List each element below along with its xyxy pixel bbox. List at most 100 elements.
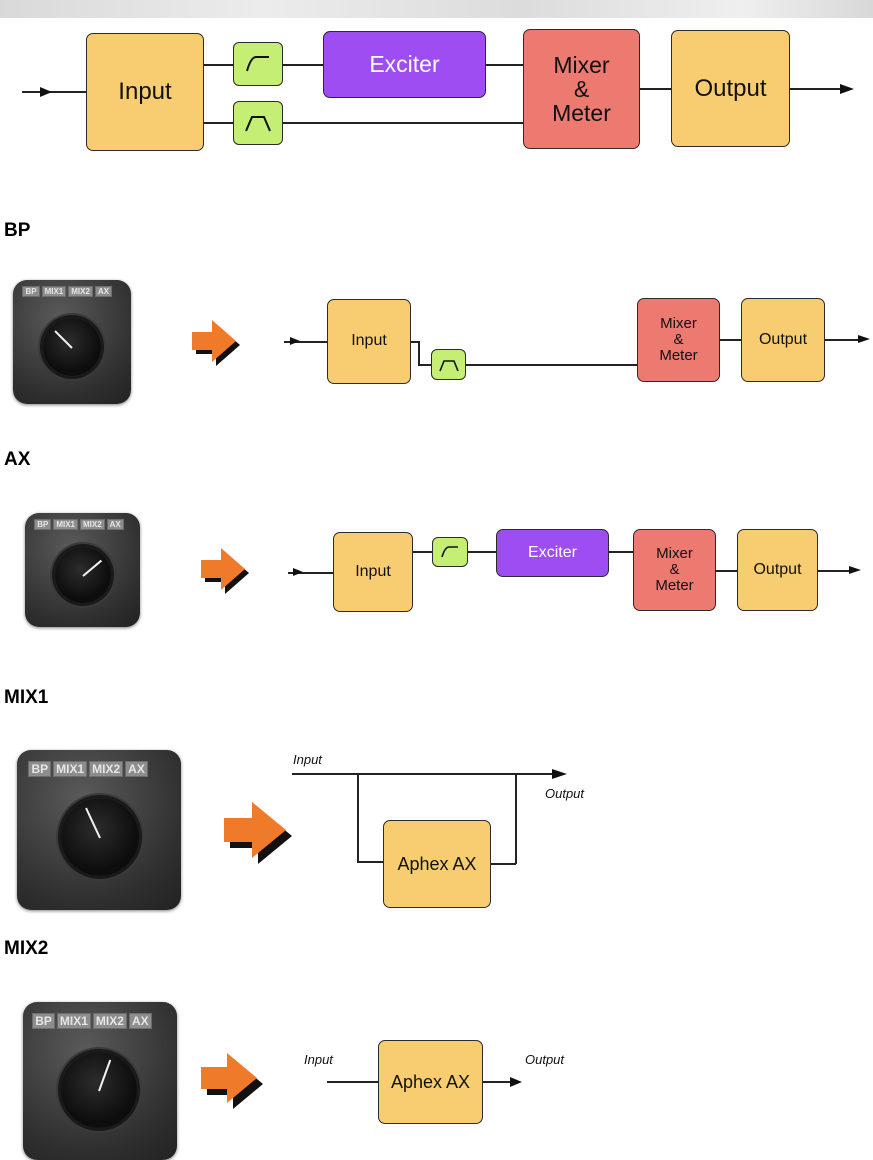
mixer-label: Mixer (553, 51, 610, 78)
highpass-filter-icon (441, 546, 458, 558)
knob-mode-labels: BP MIX1 MIX2 AX (22, 286, 113, 298)
wire (720, 339, 742, 341)
mode-selector-knob-ax[interactable]: BP MIX1 MIX2 AX (25, 513, 140, 627)
section-title-mix2: MIX2 (4, 938, 49, 959)
wire (640, 88, 672, 90)
wire (204, 122, 234, 124)
knob-pointer (85, 807, 101, 839)
section-title-bp: BP (4, 220, 31, 241)
mixer-ampersand: & (669, 561, 680, 579)
exciter-block: Exciter (496, 529, 609, 577)
bandpass-filter-block (233, 101, 283, 145)
wire (411, 341, 419, 343)
input-label: Input (118, 78, 172, 106)
mixer-label: Mixer (660, 315, 697, 333)
input-block: Input (327, 299, 411, 384)
mixer-ampersand: & (573, 75, 590, 102)
wire (716, 570, 738, 572)
knob-pointer (98, 1059, 112, 1092)
aphex-ax-label: Aphex AX (397, 853, 477, 874)
orange-arrow-icon (192, 320, 240, 366)
section-title-mix1: MIX1 (4, 687, 49, 708)
arrowhead (552, 769, 567, 779)
knob-label-ax: AX (125, 761, 148, 778)
wire (483, 1081, 513, 1083)
knob-label-bp: BP (34, 518, 52, 530)
wire (468, 551, 497, 553)
knob-dial[interactable] (43, 318, 101, 376)
wire (22, 91, 87, 93)
orange-arrow-icon (201, 1053, 263, 1109)
knob-label-mix1: MIX1 (53, 761, 88, 778)
input-label: Input (304, 1052, 333, 1067)
orange-arrow-icon (224, 802, 292, 864)
wire (327, 1081, 379, 1083)
wire (292, 773, 554, 775)
knob-dial[interactable] (61, 798, 139, 876)
aphex-ax-block: Aphex AX (383, 820, 491, 908)
arrowhead (40, 87, 52, 97)
wire (413, 551, 433, 553)
output-label: Output (525, 1052, 565, 1067)
knob-mode-labels: BP MIX1 MIX2 AX (32, 1013, 152, 1030)
highpass-filter-icon (246, 56, 269, 72)
wire (357, 773, 359, 862)
exciter-block: Exciter (323, 31, 486, 98)
meter-label: Meter (659, 346, 698, 364)
output-label: Output (758, 330, 808, 348)
knob-label-mix2: MIX2 (79, 518, 105, 530)
knob-mode-labels: BP MIX1 MIX2 AX (28, 761, 148, 778)
input-label: Input (293, 752, 322, 767)
input-block: Input (86, 33, 204, 151)
wire (204, 64, 234, 66)
knob-label-mix1: MIX1 (41, 286, 67, 298)
aphex-ax-block: Aphex AX (378, 1040, 483, 1124)
wire (418, 364, 432, 366)
arrowhead (849, 566, 861, 574)
mode-selector-knob-mix2[interactable]: BP MIX1 MIX2 AX (23, 1002, 177, 1160)
wire (284, 341, 328, 343)
knob-mode-labels: BP MIX1 MIX2 AX (34, 518, 124, 530)
wire (818, 570, 852, 572)
output-label: Output (545, 786, 585, 801)
bandpass-filter-icon (245, 116, 271, 132)
wire (515, 773, 517, 864)
output-label: Output (694, 74, 767, 102)
wire (283, 122, 524, 124)
input-label: Input (355, 562, 391, 580)
wire (491, 863, 516, 865)
mixer-meter-block: Mixer & Meter (523, 29, 640, 149)
wire (790, 88, 842, 90)
wire (283, 64, 324, 66)
arrowhead (510, 1077, 522, 1087)
mixer-ampersand: & (673, 331, 684, 349)
bandpass-filter-block (431, 349, 466, 380)
output-block: Output (737, 529, 818, 611)
knob-label-ax: AX (106, 518, 124, 530)
background-strip (0, 0, 873, 18)
wire (486, 64, 524, 66)
knob-dial[interactable] (61, 1052, 137, 1128)
output-block: Output (671, 30, 790, 147)
knob-dial[interactable] (55, 547, 111, 603)
bandpass-filter-icon (438, 359, 459, 371)
wire (609, 551, 634, 553)
arrowhead (858, 335, 870, 343)
wire (288, 572, 334, 574)
wire (357, 861, 384, 863)
input-label: Input (351, 332, 387, 350)
knob-pointer (54, 330, 73, 349)
knob-label-mix1: MIX1 (53, 518, 78, 530)
mixer-meter-block: Mixer & Meter (637, 298, 720, 382)
knob-label-bp: BP (28, 761, 52, 778)
exciter-label: Exciter (528, 543, 577, 561)
output-label: Output (753, 560, 802, 578)
meter-label: Meter (655, 576, 694, 594)
meter-label: Meter (552, 100, 611, 127)
knob-label-mix2: MIX2 (92, 1013, 127, 1030)
knob-label-ax: AX (128, 1013, 152, 1030)
arrowhead (290, 337, 300, 345)
mode-selector-knob-mix1[interactable]: BP MIX1 MIX2 AX (17, 750, 181, 910)
mode-selector-knob-bp[interactable]: BP MIX1 MIX2 AX (13, 280, 131, 404)
exciter-label: Exciter (369, 51, 440, 78)
